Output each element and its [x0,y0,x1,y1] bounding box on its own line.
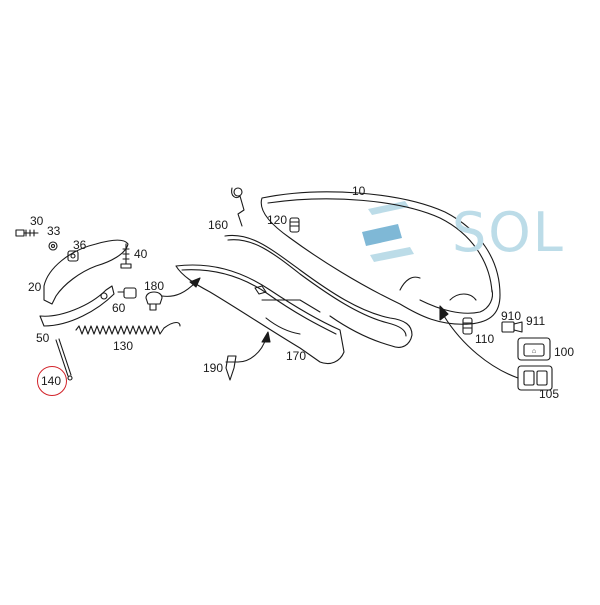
label-130: 130 [113,339,134,353]
trunk-lid [260,191,501,325]
label-105: 105 [539,387,560,401]
svg-text:⌂: ⌂ [532,348,536,355]
arrowhead-180 [189,277,201,288]
label-20: 20 [28,280,42,294]
label-33: 33 [47,224,61,238]
clip-180 [145,291,163,311]
arrow-180 [161,281,197,297]
label-190: 190 [203,361,224,375]
label-100: 100 [554,345,575,359]
rod-50-140 [55,338,73,381]
label-40: 40 [134,247,148,261]
label-170: 170 [286,349,307,363]
arrow-105 [443,315,519,379]
nut-33 [48,241,58,251]
hinge-arm-20 [39,239,129,327]
clip-190 [225,355,239,381]
bump-stop-120 [289,217,300,233]
arrowhead-190 [261,331,271,343]
label-911: 911 [526,314,546,328]
label-50: 50 [36,331,50,345]
bolt-40 [120,243,132,269]
highlight-circle-140 [37,366,67,396]
label-30: 30 [30,214,44,228]
bolt-30 [15,229,39,237]
label-160: 160 [208,218,229,232]
label-110: 110 [475,332,495,346]
sol-logo: SOL [452,201,565,264]
label-120: 120 [267,213,288,227]
bump-stop-110 [462,317,473,335]
logo-emblem [362,201,414,262]
switch-100: ⌂ [517,337,551,361]
nut-36 [67,250,79,262]
label-910: 910 [501,309,522,323]
inner-trim-panel [175,264,345,365]
connector-910-911 [501,321,523,333]
bolt-60 [117,287,137,299]
spring-130 [75,321,181,335]
label-140: 140 [41,374,62,388]
arrowhead-105 [439,305,449,321]
trunk-seal [224,187,413,348]
label-36: 36 [73,238,87,252]
label-60: 60 [112,301,126,315]
label-10: 10 [352,184,366,198]
label-180: 180 [144,279,165,293]
